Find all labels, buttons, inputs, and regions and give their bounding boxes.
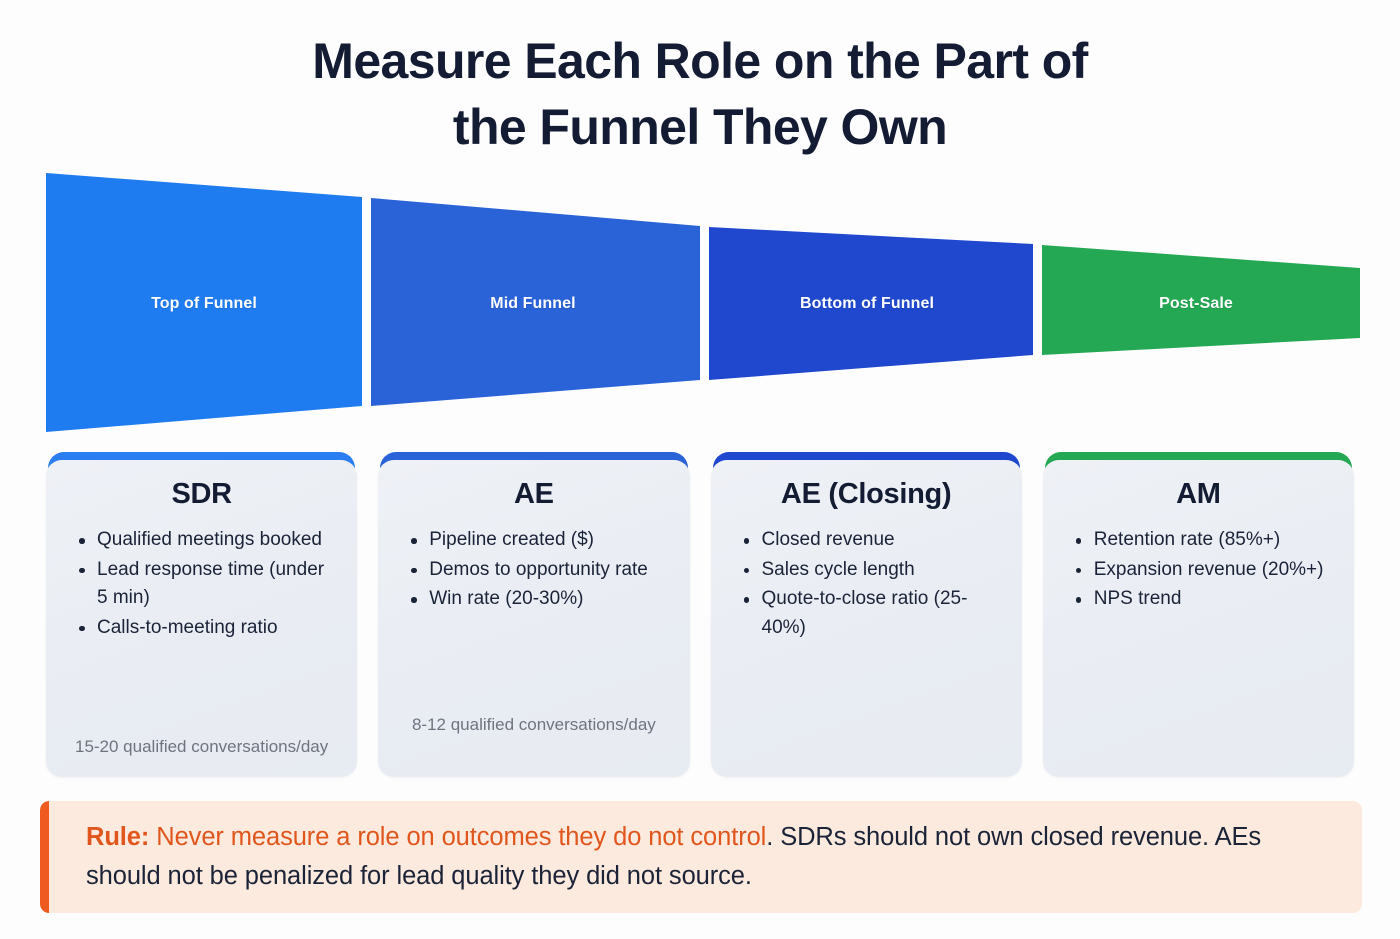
funnel-segment-bottom-of-funnel — [709, 227, 1033, 380]
callout-keyword: Rule: — [86, 823, 150, 851]
role-card-note: 15-20 qualified conversations/day — [74, 737, 329, 756]
role-metric-item: Qualified meetings booked — [76, 526, 339, 555]
role-card-body: AM Retention rate (85%+)Expansion revenue… — [1042, 460, 1354, 777]
role-card-note: 8-12 qualified conversations/day — [411, 715, 656, 734]
funnel-segment-top-of-funnel — [46, 173, 362, 432]
role-card[interactable]: AE Pipeline created ($)Demos to opportuni… — [378, 452, 690, 777]
funnel-shapes — [46, 173, 1360, 432]
role-metric-item: Calls-to-meeting ratio — [76, 614, 339, 643]
role-metric-list: Retention rate (85%+)Expansion revenue (… — [1059, 526, 1338, 615]
page-title-line-1: Measure Each Role on the Part of — [312, 33, 1088, 89]
page-title-line-2: the Funnel They Own — [452, 99, 948, 155]
role-metric-item: Expansion revenue (20%+) — [1073, 556, 1336, 585]
role-metric-list: Pipeline created ($)Demos to opportunity… — [394, 526, 673, 615]
role-metric-item: Win rate (20-30%) — [408, 585, 671, 614]
role-card-title: AE (Closing) — [780, 478, 952, 510]
role-metric-item: Retention rate (85%+) — [1073, 526, 1336, 555]
role-metric-item: Pipeline created ($) — [408, 526, 671, 555]
role-card-title: AE — [514, 478, 554, 510]
role-metric-item: Quote-to-close ratio (25-40%) — [741, 585, 1004, 642]
callout-text: Rule: Never measure a role on outcomes t… — [86, 818, 1332, 896]
rule-callout: Rule: Never measure a role on outcomes t… — [40, 801, 1362, 913]
role-card[interactable]: AM Retention rate (85%+)Expansion revenue… — [1042, 452, 1354, 777]
funnel-diagram: Top of Funnel Mid Funnel Bottom of Funne… — [40, 168, 1365, 440]
callout-rest: . SDRs should not own closed revenue. AE… — [86, 823, 1262, 890]
callout-highlight: Never measure a role on outcomes they do… — [156, 823, 767, 851]
role-metric-item: Sales cycle length — [741, 556, 1004, 585]
funnel-label-post-sale: Post-Sale — [1159, 295, 1233, 312]
funnel-segment-mid-funnel — [371, 198, 700, 406]
role-card-title: AM — [1176, 478, 1221, 510]
funnel-segment-post-sale — [1042, 245, 1360, 355]
role-metric-item: Demos to opportunity rate — [408, 556, 671, 585]
funnel-label-bottom-of-funnel: Bottom of Funnel — [799, 295, 935, 312]
callout-accent-bar — [40, 801, 49, 913]
page-title: Measure Each Role on the Part of the Fun… — [0, 28, 1400, 160]
funnel-label-mid-funnel: Mid Funnel — [490, 295, 576, 312]
role-metric-item: Lead response time (under 5 min) — [76, 556, 339, 613]
funnel-label-top-of-funnel: Top of Funnel — [151, 295, 257, 312]
role-card-title: SDR — [171, 478, 232, 510]
role-card-body: AE Pipeline created ($)Demos to opportuni… — [378, 460, 690, 777]
role-metric-item: NPS trend — [1073, 585, 1336, 614]
role-metric-item: Closed revenue — [741, 526, 1004, 555]
